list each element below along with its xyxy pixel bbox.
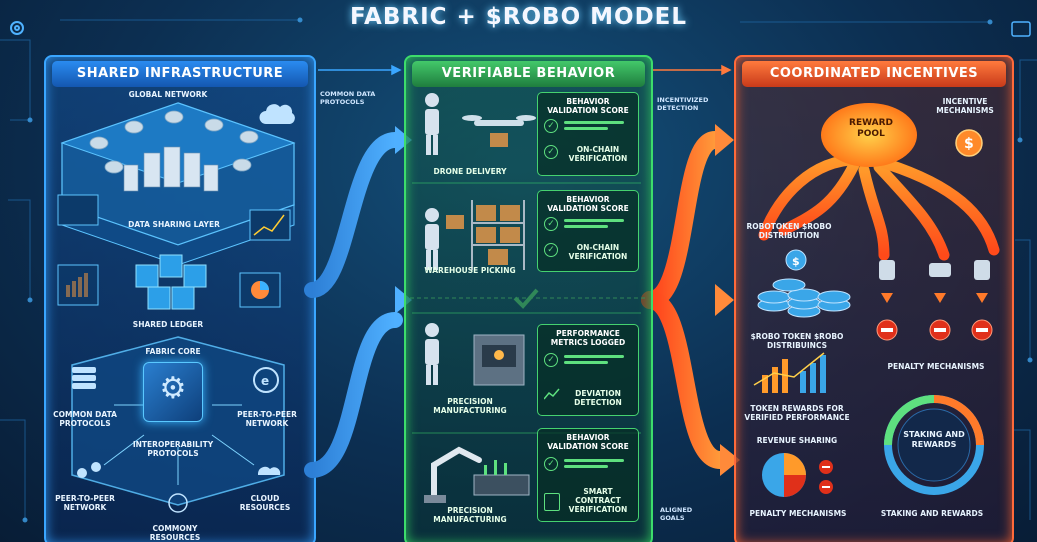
card-title: BEHAVIOR VALIDATION SCORE: [547, 97, 629, 115]
check-icon: ✓: [544, 243, 558, 257]
behavior-card: BEHAVIOR VALIDATION SCORE ✓ SMART CONTRA…: [537, 428, 639, 522]
card-item: SMART CONTRACT VERIFICATION: [568, 487, 628, 514]
svg-text:$: $: [964, 136, 974, 152]
behavior-card: BEHAVIOR VALIDATION SCORE ✓ ✓ ON-CHAIN V…: [537, 92, 639, 176]
coordinated-incentives-header: COORDINATED INCENTIVES: [742, 61, 1006, 87]
incentive-mechanisms-label: INCENTIVE MECHANISMS: [936, 97, 994, 115]
card-item: ON-CHAIN VERIFICATION: [568, 145, 628, 163]
staking-bottom-label: STAKING AND REWARDS: [880, 509, 984, 518]
behavior-scenes: [412, 93, 641, 503]
robotoken-distribution-label: ROBOTOKEN $ROBO DISTRIBUTION: [746, 222, 832, 240]
trend-chart-icon: [544, 388, 560, 400]
incentivized-detection-label: INCENTIVIZED DETECTION: [657, 96, 709, 112]
reward-pool-label: REWARD POOL: [849, 118, 893, 139]
gear-icon: ⚙: [159, 371, 187, 406]
check-icon: ✓: [544, 217, 558, 231]
check-icon: ✓: [544, 353, 558, 367]
penalty-mechanisms-right-label: PENALTY MECHANISMS: [887, 362, 985, 371]
shared-infrastructure-header: SHARED INFRASTRUCTURE: [52, 61, 308, 87]
peer-to-peer-network-right-label: PEER-TO-PEER NETWORK: [237, 410, 297, 428]
peer-to-peer-network-left-label: PEER-TO-PEER NETWORK: [55, 494, 115, 512]
behavior-card: PERFORMANCE METRICS LOGGED ✓ DEVIATION D…: [537, 324, 639, 416]
common-data-protocols-flow-label: COMMON DATA PROTOCOLS: [320, 90, 376, 106]
svg-text:$: $: [792, 255, 800, 268]
penalty-mechanisms-bottom-label: PENALTY MECHANISMS: [749, 509, 847, 518]
verifiable-behavior-header: VERIFIABLE BEHAVIOR: [412, 61, 645, 87]
page-title: FABRIC + $ROBO MODEL: [349, 4, 688, 30]
common-resources-label: COMMONY RESOURCES: [149, 524, 201, 542]
aligned-goals-label: ALIGNED GOALS: [660, 506, 693, 522]
cloud-resources-label: CLOUD RESOURCES: [239, 494, 291, 512]
card-item: DEVIATION DETECTION: [574, 389, 622, 407]
card-item: ON-CHAIN VERIFICATION: [568, 243, 628, 261]
staking-center-label: STAKING AND REWARDS: [903, 430, 965, 449]
shared-ledger-label: SHARED LEDGER: [132, 320, 204, 329]
scene-label-drone-delivery: DRONE DELIVERY: [433, 167, 507, 176]
interoperability-protocols-label: INTEROPERABILITY PROTOCOLS: [132, 440, 214, 458]
token-rewards-label: TOKEN REWARDS FOR VERIFIED PERFORMANCE: [744, 404, 850, 422]
document-icon: [544, 493, 560, 511]
revenue-sharing-label: REVENUE SHARING: [756, 436, 838, 445]
scene-label-precision-manufacturing-1: PRECISION MANUFACTURING: [433, 397, 507, 415]
card-title: PERFORMANCE METRICS LOGGED: [550, 329, 626, 347]
check-icon: ✓: [544, 457, 558, 471]
data-sharing-layer-label: DATA SHARING LAYER: [128, 220, 220, 229]
global-network-label: GLOBAL NETWORK: [128, 90, 208, 99]
check-icon: ✓: [544, 145, 558, 159]
infrastructure-illustration: e: [57, 102, 296, 513]
scene-label-warehouse-picking: WAREHOUSE PICKING: [424, 266, 516, 275]
scene-label-precision-manufacturing-2: PRECISION MANUFACTURING: [433, 506, 507, 524]
check-icon: ✓: [544, 119, 558, 133]
card-title: BEHAVIOR VALIDATION SCORE: [547, 195, 629, 213]
fabric-core-label: FABRIC CORE: [145, 347, 201, 356]
behavior-card: BEHAVIOR VALIDATION SCORE ✓ ✓ ON-CHAIN V…: [537, 190, 639, 272]
incentives-illustration: $ $: [753, 103, 1000, 497]
card-title: BEHAVIOR VALIDATION SCORE: [547, 433, 629, 451]
fabric-core-cube: ⚙: [143, 362, 203, 422]
common-data-protocols-label: COMMON DATA PROTOCOLS: [53, 410, 117, 428]
robo-token-label: $ROBO TOKEN $ROBO DISTRIBUINCS: [750, 332, 844, 350]
svg-text:e: e: [261, 374, 269, 388]
